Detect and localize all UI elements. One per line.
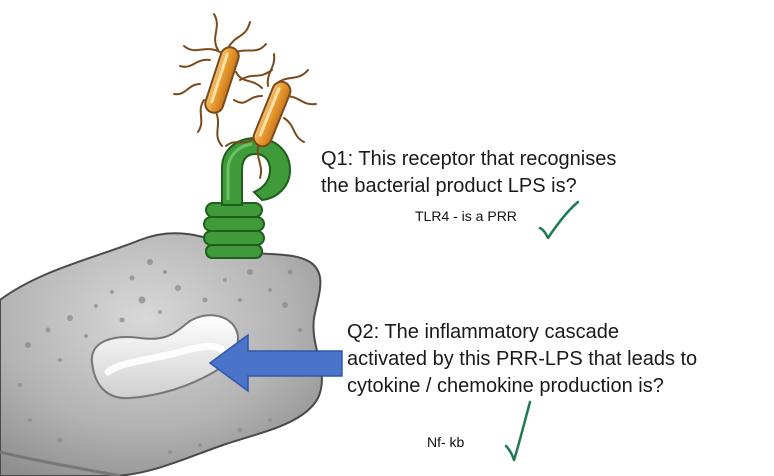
question-2-text: Q2: The inflammatory cascade activated b… [347, 321, 698, 397]
answer-2-text: Nf- kb [427, 434, 465, 450]
blue-arrow [208, 333, 343, 393]
tlr4-receptor [203, 136, 292, 259]
checkmark-icon [504, 400, 532, 462]
bacterium-upper [204, 46, 240, 114]
bacterial-flagella [173, 13, 317, 179]
checkmark-icon [538, 200, 580, 240]
bacterium-lower [252, 80, 292, 148]
question-1-text: Q1: This receptor that recognises the ba… [321, 148, 617, 197]
nucleus [90, 314, 239, 400]
answer-1-text: TLR4 - is a PRR [415, 208, 517, 224]
